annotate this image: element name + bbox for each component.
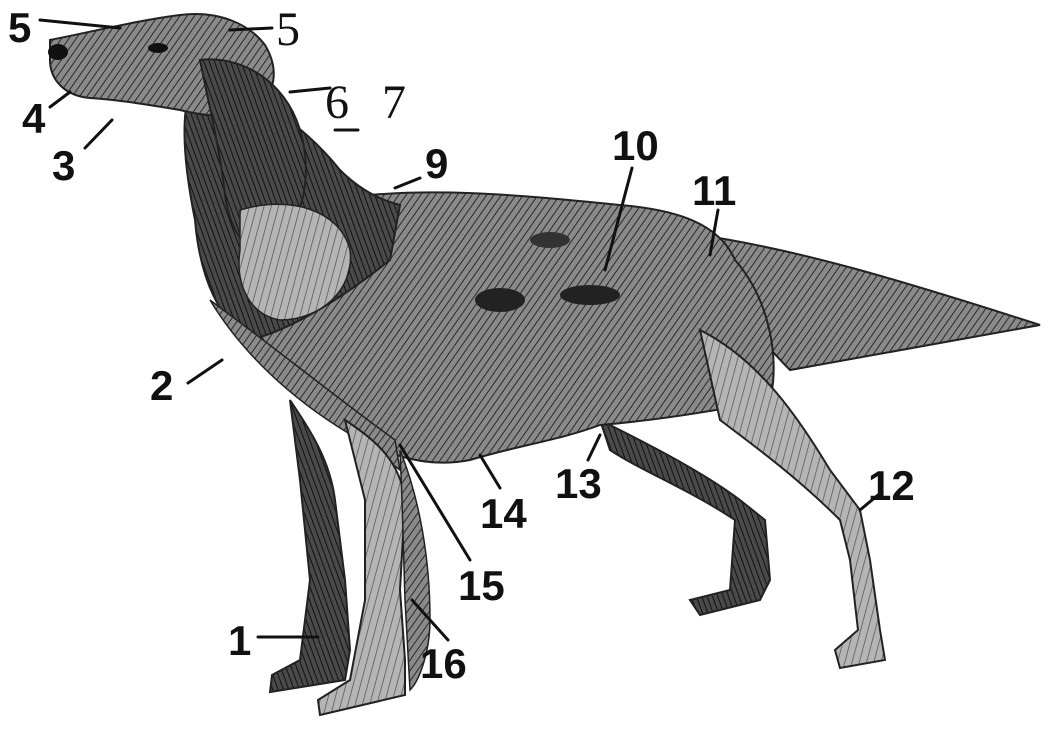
leader-2 [188, 360, 222, 383]
label-2: 2 [150, 362, 173, 409]
leader-5b [230, 28, 272, 30]
label-3: 3 [52, 142, 75, 189]
dog-illustration [48, 14, 1040, 715]
label-13: 13 [555, 460, 602, 507]
nose [48, 44, 68, 60]
label-6: 6 [325, 76, 349, 129]
label-7: 7 [382, 76, 406, 129]
label-1: 1 [228, 617, 251, 664]
label-11: 11 [692, 167, 736, 214]
label-4: 4 [22, 95, 46, 142]
leader-4 [50, 92, 70, 107]
label-5a: 5 [8, 4, 31, 51]
label-14: 14 [480, 490, 527, 537]
body-patch [560, 285, 620, 305]
label-10: 10 [612, 122, 659, 169]
label-9: 9 [425, 140, 448, 187]
foreleg-far [270, 400, 350, 692]
body-patch [530, 232, 570, 248]
leader-5a [40, 20, 120, 28]
label-15: 15 [458, 562, 505, 609]
leader-9 [395, 178, 420, 188]
label-5b: 5 [276, 3, 300, 56]
leader-14 [480, 455, 500, 488]
eye [148, 43, 168, 53]
label-16: 16 [420, 640, 467, 687]
hind-leg-far [600, 420, 770, 615]
leader-6 [290, 88, 330, 92]
label-12: 12 [868, 462, 915, 509]
leader-3 [85, 120, 112, 148]
body-patch [475, 288, 525, 312]
leader-13 [588, 435, 600, 460]
